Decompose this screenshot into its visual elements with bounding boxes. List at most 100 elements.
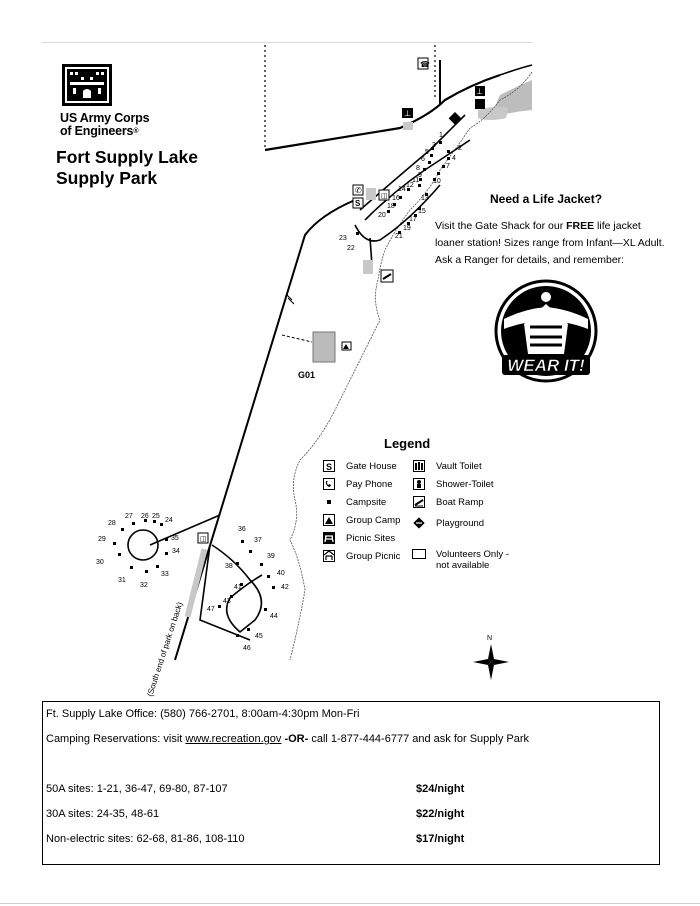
legend-vault-toilet: Vault Toilet	[412, 460, 482, 472]
svg-text:32: 32	[140, 582, 148, 589]
road-break	[285, 293, 295, 305]
org-line-1: US Army Corps	[60, 111, 150, 125]
top-border	[42, 42, 532, 43]
svg-text:✆: ✆	[355, 186, 362, 195]
office-info: Ft. Supply Lake Office: (580) 766-2701, …	[46, 708, 360, 720]
legend-group-picnic: Group Picnic	[322, 550, 400, 562]
svg-text:12: 12	[406, 182, 414, 189]
svg-text:⊥: ⊥	[404, 109, 411, 118]
svg-text:20: 20	[378, 212, 386, 219]
north-label: N	[487, 635, 493, 642]
svg-text:9: 9	[418, 172, 422, 179]
svg-text:7: 7	[446, 163, 450, 170]
svg-text:13: 13	[421, 195, 429, 202]
svg-text:45: 45	[255, 633, 263, 640]
svg-text:46: 46	[243, 645, 251, 652]
picnic-icon	[322, 532, 336, 544]
svg-text:24: 24	[165, 517, 173, 524]
svg-text:43: 43	[223, 598, 231, 605]
west-loop	[127, 529, 159, 561]
reservations-info: Camping Reservations: visit www.recreati…	[46, 733, 530, 745]
svg-text:42: 42	[281, 584, 289, 591]
svg-text:37: 37	[254, 537, 262, 544]
svg-text:◫: ◫	[381, 193, 388, 200]
svg-text:26: 26	[141, 513, 149, 520]
group-picnic-icon	[322, 550, 336, 562]
svg-text:1: 1	[439, 132, 443, 139]
legend-shower-toilet: Shower-Toilet	[412, 478, 494, 490]
playground-icon	[412, 517, 426, 529]
svg-text:31: 31	[118, 577, 126, 584]
rate-nonelectric-sites: Non-electric sites: 62-68, 81-86, 108-11…	[46, 833, 245, 845]
svg-text:21: 21	[395, 233, 403, 240]
svg-text:39: 39	[267, 553, 275, 560]
map-icons-north: ☎ ⊥ ⊥ ✆ S ◫	[352, 57, 485, 283]
svg-text:23: 23	[339, 235, 347, 242]
svg-text:41: 41	[234, 584, 242, 591]
boat-ramp-icon	[412, 496, 426, 508]
svg-text:14: 14	[398, 186, 406, 193]
svg-text:3: 3	[432, 142, 436, 149]
usace-castle-logo	[62, 64, 112, 106]
gate-house-icon: S	[322, 460, 336, 472]
svg-text:11: 11	[412, 177, 419, 184]
group-camp-icon	[322, 514, 336, 526]
title-line-2: Supply Park	[56, 168, 158, 188]
svg-text:40: 40	[277, 570, 285, 577]
rate-30a-sites: 30A sites: 24-35, 48-61	[46, 808, 160, 820]
wear-it-logo: WEAR IT!	[494, 279, 598, 383]
legend-picnic-sites: Picnic Sites	[322, 532, 395, 544]
group-camp-icon	[341, 341, 352, 351]
svg-text:6: 6	[421, 156, 425, 163]
svg-text:28: 28	[108, 520, 116, 527]
svg-text:25: 25	[152, 513, 160, 520]
svg-text:34: 34	[172, 548, 180, 555]
svg-text:44: 44	[270, 613, 278, 620]
svg-text:38: 38	[225, 563, 233, 570]
legend-playground: Playground	[412, 517, 484, 529]
campsite-markers-west: 24 25 26 27 28 29 30 31 32 33 34 35	[96, 513, 180, 589]
legend-pay-phone: Pay Phone	[322, 478, 392, 490]
rate-30a-price: $22/night	[416, 808, 465, 820]
svg-text:17: 17	[409, 216, 417, 223]
svg-text:WEAR IT!: WEAR IT!	[507, 356, 585, 375]
life-jacket-heading: Need a Life Jacket?	[490, 192, 603, 206]
svg-text:15: 15	[418, 208, 426, 215]
svg-text:35: 35	[171, 535, 179, 542]
svg-text:18: 18	[387, 203, 395, 210]
svg-text:◫: ◫	[200, 536, 207, 543]
compass-rose-icon	[473, 644, 509, 680]
svg-text:33: 33	[161, 571, 169, 578]
rate-nonelectric-price: $17/night	[416, 833, 465, 845]
legend-group-camp: Group Camp	[322, 514, 400, 526]
info-box: Ft. Supply Lake Office: (580) 766-2701, …	[42, 701, 660, 865]
park-title: Fort Supply Lake Supply Park	[56, 147, 198, 189]
campsite-markers-east: 36 37 38 39 40 41 42 43 44 45 46 47	[207, 526, 289, 652]
recreation-gov-link[interactable]: www.recreation.gov	[185, 733, 282, 745]
campsite-markers-north: 1 2 3 4 5 6 7 8 9 10 11 12 13 14 15 16 1…	[339, 132, 462, 252]
rate-50a-sites: 50A sites: 1-21, 36-47, 69-80, 87-107	[46, 783, 228, 795]
legend-not-available: not available	[436, 560, 490, 571]
org-name: US Army Corps of Engineers®	[60, 111, 150, 138]
svg-text:5: 5	[425, 149, 429, 156]
volunteer-box-icon	[412, 548, 426, 560]
life-jacket-text: Visit the Gate Shack for our FREE life j…	[435, 220, 665, 266]
svg-text:47: 47	[207, 606, 215, 613]
svg-text:19: 19	[403, 225, 411, 232]
legend-title: Legend	[384, 436, 431, 451]
bottom-border	[0, 903, 700, 904]
org-line-2: of Engineers®	[60, 124, 139, 138]
svg-text:10: 10	[433, 178, 441, 185]
svg-text:29: 29	[98, 536, 106, 543]
legend-gate-house: S Gate House	[322, 460, 397, 472]
legend-volunteers: Volunteers Only -	[412, 548, 509, 560]
svg-text:S: S	[326, 462, 332, 472]
svg-text:27: 27	[125, 513, 133, 520]
phone-icon	[322, 478, 336, 490]
svg-text:36: 36	[238, 526, 246, 533]
svg-text:☎: ☎	[420, 60, 430, 69]
group-camp-area	[312, 331, 336, 363]
svg-text:16: 16	[392, 195, 400, 202]
svg-text:2: 2	[458, 145, 462, 152]
